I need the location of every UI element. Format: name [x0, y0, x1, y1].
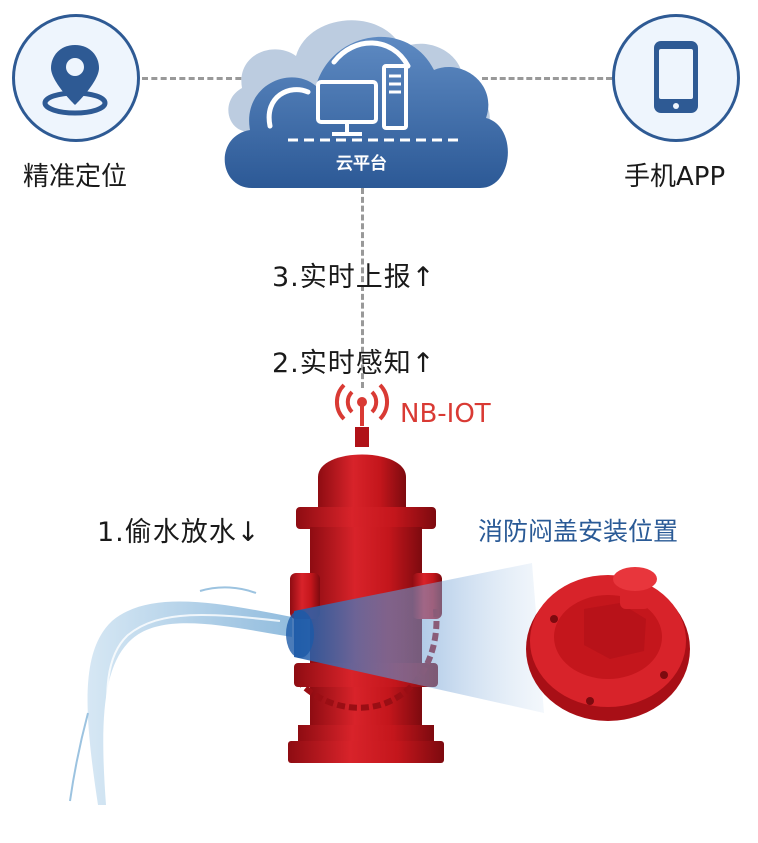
location-node	[12, 14, 140, 142]
link-location-cloud	[142, 77, 260, 80]
step-theft: 1.偷水放水↓	[97, 517, 261, 548]
smartphone-icon	[654, 41, 698, 113]
hydrant-scene	[69, 427, 690, 805]
location-label: 精准定位	[23, 162, 128, 192]
app-label: 手机APP	[624, 162, 726, 192]
cloud-label: 云平台	[336, 154, 387, 174]
step-report: 3.实时上报↑	[272, 262, 436, 293]
wireless-signal-icon	[334, 383, 390, 426]
nbiot-label: NB-IOT	[400, 399, 491, 429]
cloud-server-icon	[224, 20, 508, 188]
install-position-label: 消防闷盖安装位置	[478, 517, 679, 546]
location-pin-icon	[42, 45, 108, 116]
link-cloud-app	[482, 77, 612, 80]
app-node	[612, 14, 740, 142]
step-sense: 2.实时感知↑	[272, 348, 436, 379]
link-cloud-sensor	[361, 188, 364, 388]
